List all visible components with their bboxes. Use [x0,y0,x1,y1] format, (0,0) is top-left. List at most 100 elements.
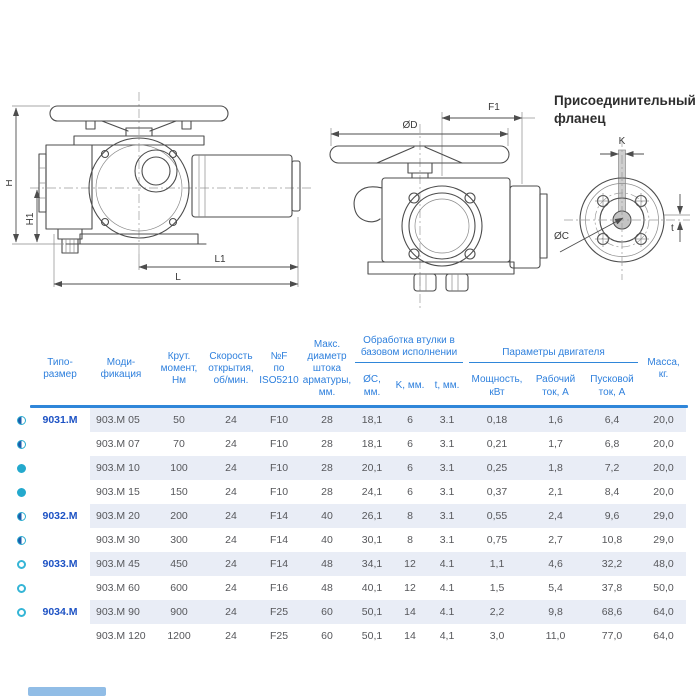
cell-stem: 48 [302,552,352,576]
cell-k: 12 [392,552,428,576]
outline-circle-icon [16,559,26,569]
cell-istart: 10,8 [601,534,623,546]
cell-oc: 34,1 [352,552,392,576]
table-header: Типо- размер Моди- фикация Крут. момент,… [12,333,688,408]
cell-speed: 24 [225,438,237,450]
dim-label-t: t [671,223,674,234]
cell-stem: 28 [321,486,333,498]
cell-speed: 24 [225,486,237,498]
cell-type [30,624,90,648]
cell-mod: 903.M 07 [96,438,140,450]
cell-iwork: 11,0 [545,630,566,642]
cell-mass: 20,0 [641,408,686,432]
cell-f: F10 [269,486,289,498]
cell-oc: 50,1 [361,630,383,642]
cell-torque: 1200 [167,630,191,642]
cell-f: F10 [256,408,302,432]
cell-torque: 70 [173,438,185,450]
cell-oc: 30,1 [361,534,383,546]
cell-power: 0,25 [466,456,528,480]
solid-circle-icon [16,487,26,497]
cell-f: F16 [269,582,289,594]
cell-oc: 24,1 [361,486,383,498]
col-header-oc: ØC, мм. [363,374,381,398]
cell-k: 6 [407,438,413,450]
cell-mod: 903.M 20 [90,504,152,528]
cell-stem: 28 [321,438,333,450]
cell-stem: 60 [321,630,333,642]
cell-mod: 903.M 45 [90,552,152,576]
cell-torque: 300 [170,534,188,546]
dim-label-L1: L1 [214,254,226,265]
cell-torque: 600 [170,582,188,594]
cell-t: 3.1 [439,486,455,498]
mode-icon-cell [12,576,30,600]
cell-t: 4.1 [428,600,466,624]
cell-f: F25 [256,600,302,624]
outline-circle-icon [16,607,26,617]
cell-oc: 18,1 [352,408,392,432]
cell-k: 12 [404,582,416,594]
half-circle-icon [16,439,26,449]
cell-mass: 48,0 [641,552,686,576]
cell-torque: 450 [152,552,206,576]
cell-iwork: 1,8 [528,456,583,480]
cell-iwork: 1,7 [548,438,563,450]
cell-type: 9034.M [42,606,78,618]
cell-stem: 40 [321,534,333,546]
cell-speed: 24 [225,582,237,594]
cell-k: 8 [392,504,428,528]
cell-type: 9033.M [42,558,78,570]
cell-speed: 24 [225,534,237,546]
cell-type [30,480,90,504]
col-header-k: K, мм. [395,380,425,392]
cell-t: 3.1 [439,438,455,450]
cell-f: F14 [256,504,302,528]
cell-mod: 903.M 120 [96,630,146,642]
dim-label-F1: F1 [488,102,500,113]
col-header-mass: Масса, кг. [647,356,680,380]
cell-speed: 24 [206,504,256,528]
col-header-start-current: Пусковой ток, А [590,374,634,398]
cell-f: F10 [256,456,302,480]
cell-oc: 26,1 [352,504,392,528]
cutoff-partial-row [28,687,106,696]
cell-iwork: 4,6 [528,552,583,576]
group-header-motor: Параметры двигателя [469,333,638,363]
cell-stem: 40 [302,504,352,528]
cell-power: 0,55 [466,504,528,528]
cell-t: 3.1 [428,408,466,432]
actuator-front-view-drawing: F1 ØD [329,102,548,308]
half-circle-icon [16,535,26,545]
mode-icon-cell [12,480,30,504]
cell-t: 3.1 [428,456,466,480]
cell-power: 1,5 [489,582,505,594]
cell-mod: 903.M 30 [96,534,140,546]
cell-power: 3,0 [489,630,505,642]
cell-torque: 150 [170,486,188,498]
cell-torque: 100 [152,456,206,480]
cell-power: 0,18 [466,408,528,432]
cell-speed: 24 [206,456,256,480]
cell-iwork: 2,4 [528,504,583,528]
cell-t: 4.1 [439,582,455,594]
col-header-f-iso: №F по ISO5210 [259,350,299,387]
group-header-bushing: Обработка втулки в базовом исполнении [355,333,463,363]
cell-t: 4,1 [439,630,455,642]
cell-iwork: 2,1 [548,486,563,498]
cell-power: 1,1 [466,552,528,576]
cell-oc: 20,1 [352,456,392,480]
col-header-power: Мощность, кВт [471,374,523,398]
cell-stem: 28 [302,456,352,480]
mode-icon-cell [12,456,30,480]
cell-type [30,576,90,600]
mode-icon-cell [12,408,30,432]
